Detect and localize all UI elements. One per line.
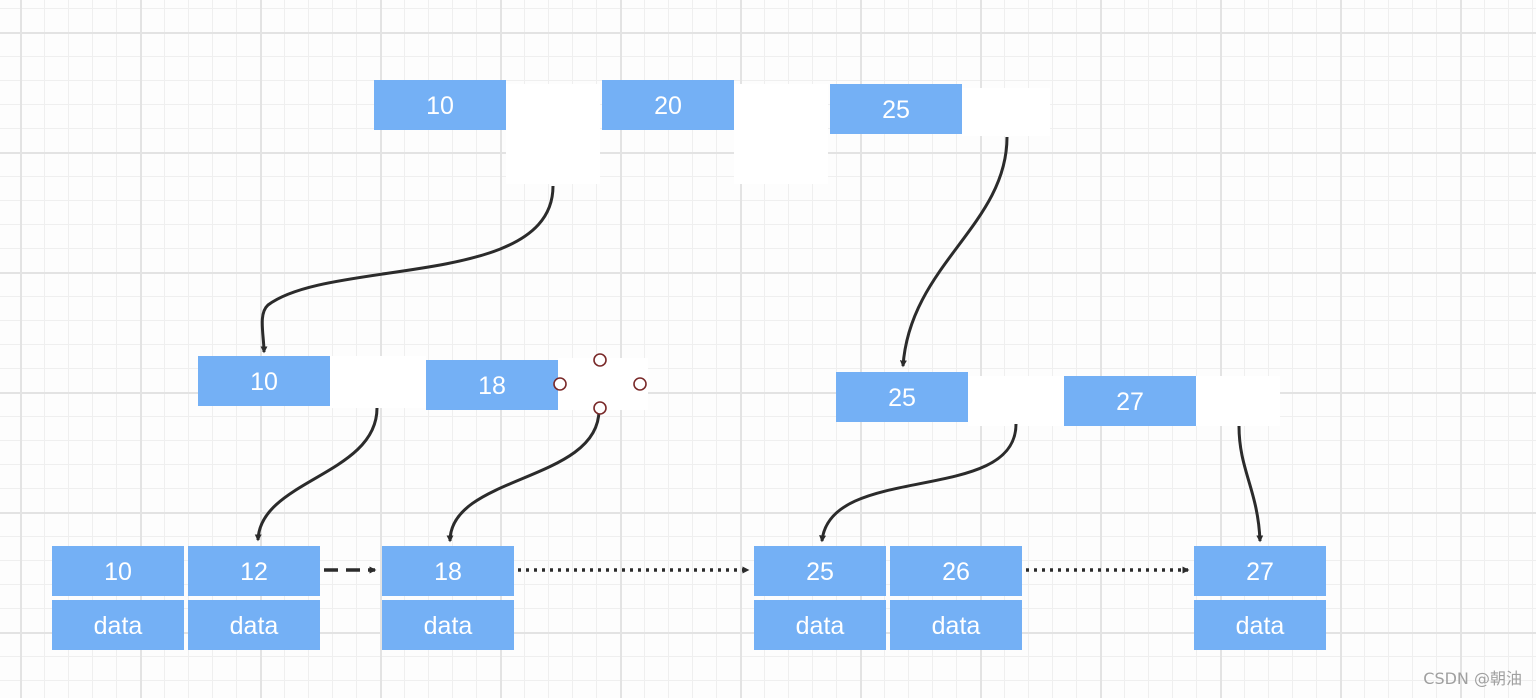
watermark: CSDN @朝油 — [1423, 669, 1522, 688]
root-key-25[interactable]: 25 — [830, 84, 962, 134]
handle-right[interactable] — [633, 377, 647, 391]
leaf-12[interactable]: 12 data — [188, 546, 320, 650]
leaf-25[interactable]: 25 data — [754, 546, 886, 650]
internal-key-label: 18 — [478, 372, 506, 400]
internal-right-key-27[interactable]: 27 — [1064, 376, 1196, 426]
leaf-27[interactable]: 27 data — [1194, 546, 1326, 650]
arrow-left-to-leaf-12[interactable] — [254, 407, 379, 542]
arrow-right-to-leaf-27[interactable] — [1237, 425, 1264, 543]
internal-node-right: 25 27 — [836, 372, 1196, 426]
leaf-data: data — [932, 612, 981, 640]
arrow-root-to-right[interactable] — [899, 136, 1009, 368]
leaf-data: data — [1236, 612, 1285, 640]
selection-handles — [553, 353, 647, 415]
leaf-key: 18 — [434, 558, 462, 586]
leaf-level: 10 data 12 data 18 data 25 data 26 data — [52, 546, 1326, 650]
root-key-20[interactable]: 20 — [602, 80, 734, 130]
internal-left-key-10[interactable]: 10 — [198, 356, 330, 406]
arrow-root-to-left[interactable] — [260, 185, 555, 354]
leaf-data: data — [424, 612, 473, 640]
pointer-arrows — [254, 136, 1264, 543]
leaf-18[interactable]: 18 data — [382, 546, 514, 650]
handle-top[interactable] — [593, 353, 607, 367]
leaf-data: data — [94, 612, 143, 640]
arrow-left-to-leaf-18[interactable] — [446, 409, 601, 543]
root-key-label: 25 — [882, 96, 910, 124]
leaf-key: 10 — [104, 558, 132, 586]
handle-bottom[interactable] — [593, 401, 607, 415]
leaf-data: data — [230, 612, 279, 640]
arrow-right-to-leaf-25[interactable] — [819, 423, 1018, 543]
leaf-26[interactable]: 26 data — [890, 546, 1022, 650]
internal-right-key-25[interactable]: 25 — [836, 372, 968, 422]
pointer-slots — [330, 84, 1280, 426]
leaf-10[interactable]: 10 data — [52, 546, 184, 650]
internal-key-label: 25 — [888, 384, 916, 412]
internal-key-label: 10 — [250, 368, 278, 396]
handle-left[interactable] — [553, 377, 567, 391]
internal-node-left: 10 18 — [198, 356, 558, 410]
internal-key-label: 27 — [1116, 388, 1144, 416]
root-key-label: 20 — [654, 92, 682, 120]
root-key-label: 10 — [426, 92, 454, 120]
leaf-data: data — [796, 612, 845, 640]
leaf-key: 12 — [240, 558, 268, 586]
leaf-key: 27 — [1246, 558, 1274, 586]
root-node: 10 20 25 — [374, 80, 962, 134]
internal-left-key-18[interactable]: 18 — [426, 360, 558, 410]
leaf-key: 26 — [942, 558, 970, 586]
root-key-10[interactable]: 10 — [374, 80, 506, 130]
leaf-key: 25 — [806, 558, 834, 586]
